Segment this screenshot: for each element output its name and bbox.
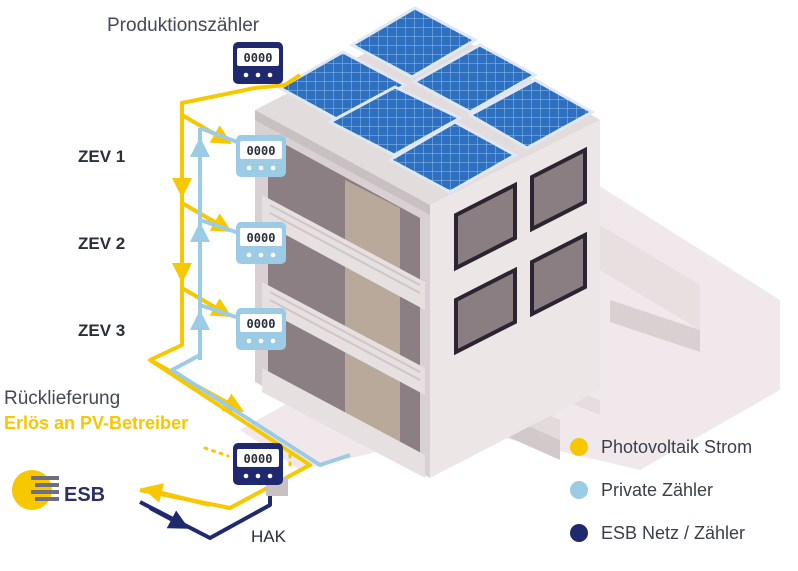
dotted-line-left: [203, 446, 230, 458]
meter-icon-produktion: 0000: [233, 42, 283, 84]
private-line: [170, 126, 351, 467]
meter-icon-zev3: 0000: [236, 308, 286, 350]
legend-label: Private Zähler: [601, 479, 714, 500]
esb-label: ESB: [64, 484, 106, 506]
ruecklieferung-label: Rücklieferung: [4, 388, 121, 409]
zev3-label: ZEV 3: [78, 321, 126, 340]
solar-panel-icon: [276, 6, 596, 194]
legend-item-private: Private Zähler: [570, 479, 713, 501]
windows: [454, 146, 587, 356]
esb-logo-icon: [12, 470, 59, 510]
zev2-label: ZEV 2: [78, 234, 126, 253]
meter-display: 0000: [247, 144, 276, 158]
meter-display: 0000: [247, 231, 276, 245]
legend-dot-icon: [570, 524, 588, 542]
legend-dot-icon: [570, 481, 588, 499]
meter-icon-zev1: 0000: [236, 135, 286, 177]
legend-item-grid: ESB Netz / Zähler: [570, 522, 745, 544]
legend-label: ESB Netz / Zähler: [601, 522, 746, 543]
meter-display: 0000: [244, 452, 273, 466]
legend-label: Photovoltaik Strom: [601, 436, 753, 457]
legend-item-pv: Photovoltaik Strom: [570, 436, 752, 458]
grid-line: [139, 490, 272, 540]
produktionszaehler-label: Produktionszähler: [107, 15, 260, 36]
zev1-label: ZEV 1: [78, 147, 126, 166]
meters: 0000 0000 0000 0000 0000: [233, 42, 286, 485]
balconies: [262, 135, 425, 478]
legend-dot-icon: [570, 438, 588, 456]
meter-icon-zev2: 0000: [236, 222, 286, 264]
erloes-label: Erlös an PV-Betreiber: [4, 413, 189, 433]
hak-label: HAK: [251, 527, 286, 546]
meter-icon-esb: 0000: [233, 443, 283, 485]
meter-display: 0000: [244, 51, 273, 65]
meter-display: 0000: [247, 317, 276, 331]
